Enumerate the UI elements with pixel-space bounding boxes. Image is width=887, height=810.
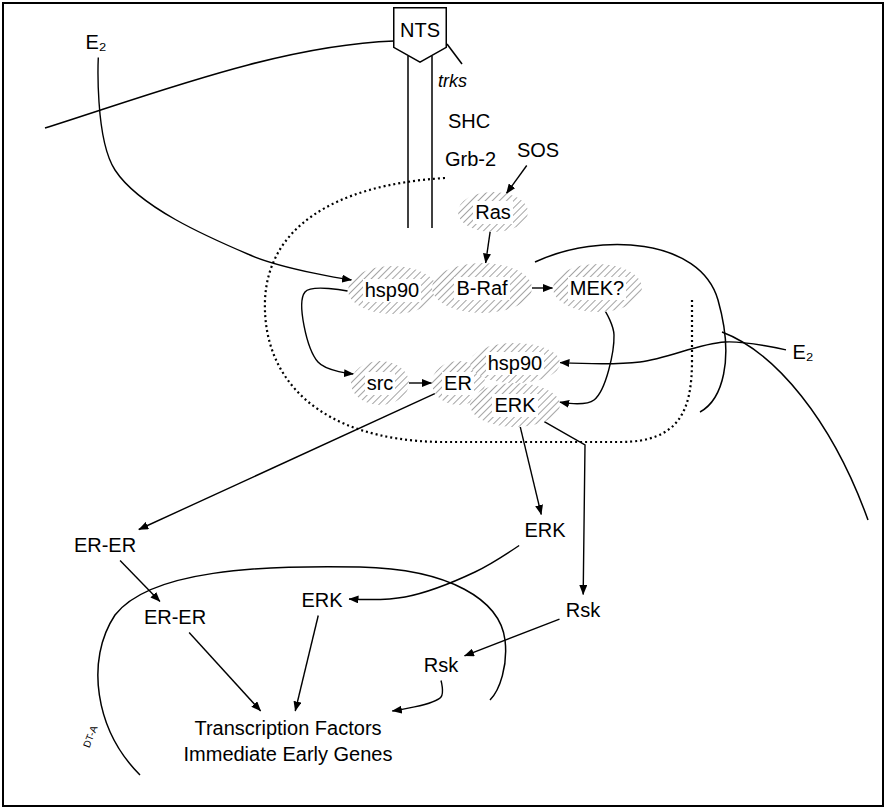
node-text: MEK? xyxy=(568,277,626,300)
plasma-membrane xyxy=(447,44,462,64)
arrow-connector xyxy=(465,619,560,656)
figure-frame xyxy=(3,3,883,806)
protein-node: Rsk xyxy=(562,597,605,624)
node-text: ER-ER xyxy=(74,534,136,557)
hatched-complex: hsp90 xyxy=(470,343,560,383)
arrow-connector xyxy=(486,232,491,263)
node-text: E₂ xyxy=(792,341,813,364)
node-text: src xyxy=(365,372,396,395)
node-text: ERK xyxy=(301,589,342,612)
arrow-connector xyxy=(560,312,614,404)
node-text: ERK xyxy=(524,519,565,542)
protein-node: ERK xyxy=(297,587,347,614)
outcome-node: Transcription Factors Immediate Early Ge… xyxy=(167,713,410,769)
arrow-connector xyxy=(560,342,786,364)
protein-node: ERK xyxy=(520,517,570,544)
node-text: ERK xyxy=(492,394,537,417)
node-text: ER-ER xyxy=(144,606,206,629)
hormone-node: E₂ xyxy=(81,29,111,56)
node-text: ER xyxy=(442,372,474,395)
membrane-fold xyxy=(535,244,726,412)
plasma-membrane xyxy=(722,332,868,520)
arrow-connector xyxy=(295,616,318,712)
protein-node: ER-ER xyxy=(70,532,141,559)
protein-node: Rsk xyxy=(420,652,463,679)
molecule-label: trks xyxy=(438,71,467,92)
nuclear-envelope xyxy=(98,567,506,775)
arrow-connector xyxy=(520,427,541,515)
node-text: SOS xyxy=(517,139,559,162)
molecule-label: SHC xyxy=(448,110,490,133)
hatched-complex: hsp90 xyxy=(348,266,437,314)
hatched-complex: MEK? xyxy=(553,264,642,312)
arrow-connector xyxy=(139,394,435,530)
node-text: E₂ xyxy=(85,31,106,54)
node-text: Ras xyxy=(473,201,513,224)
arrow-connector xyxy=(544,422,585,595)
hatched-complex: Ras xyxy=(458,192,528,232)
node-text: Rsk xyxy=(424,654,458,677)
hatched-complex: B-Raf xyxy=(432,263,532,313)
arrow-connector xyxy=(302,288,354,374)
molecule-label: Grb-2 xyxy=(445,148,496,171)
receptor-pentagon: NTS xyxy=(393,7,447,63)
arrow-connector xyxy=(392,681,442,712)
node-text: NTS xyxy=(400,19,440,42)
hatched-complex: src xyxy=(351,361,409,405)
caveolar-domain xyxy=(265,178,692,442)
node-text: Transcription Factors Immediate Early Ge… xyxy=(171,715,406,767)
node-text: B-Raf xyxy=(454,277,509,300)
receptor-stem xyxy=(407,56,409,228)
hatched-complex: ERK xyxy=(470,383,560,427)
node-text: Rsk xyxy=(566,599,600,622)
membrane-label: DT-A xyxy=(80,724,99,749)
arrow-connector xyxy=(532,287,553,288)
plasma-membrane xyxy=(45,41,394,128)
arrow-connector xyxy=(120,561,160,602)
receptor-stem xyxy=(431,56,433,228)
protein-node: SOS xyxy=(513,137,564,164)
arrow-connector xyxy=(409,382,432,383)
node-text: hsp90 xyxy=(486,352,545,375)
arrow-connector xyxy=(349,546,519,600)
arrow-connector xyxy=(506,166,526,194)
arrow-connector xyxy=(189,633,261,712)
arrow-connector xyxy=(98,58,351,281)
node-text: hsp90 xyxy=(363,279,422,302)
protein-node: ER-ER xyxy=(140,604,211,631)
hormone-node: E₂ xyxy=(788,339,818,366)
